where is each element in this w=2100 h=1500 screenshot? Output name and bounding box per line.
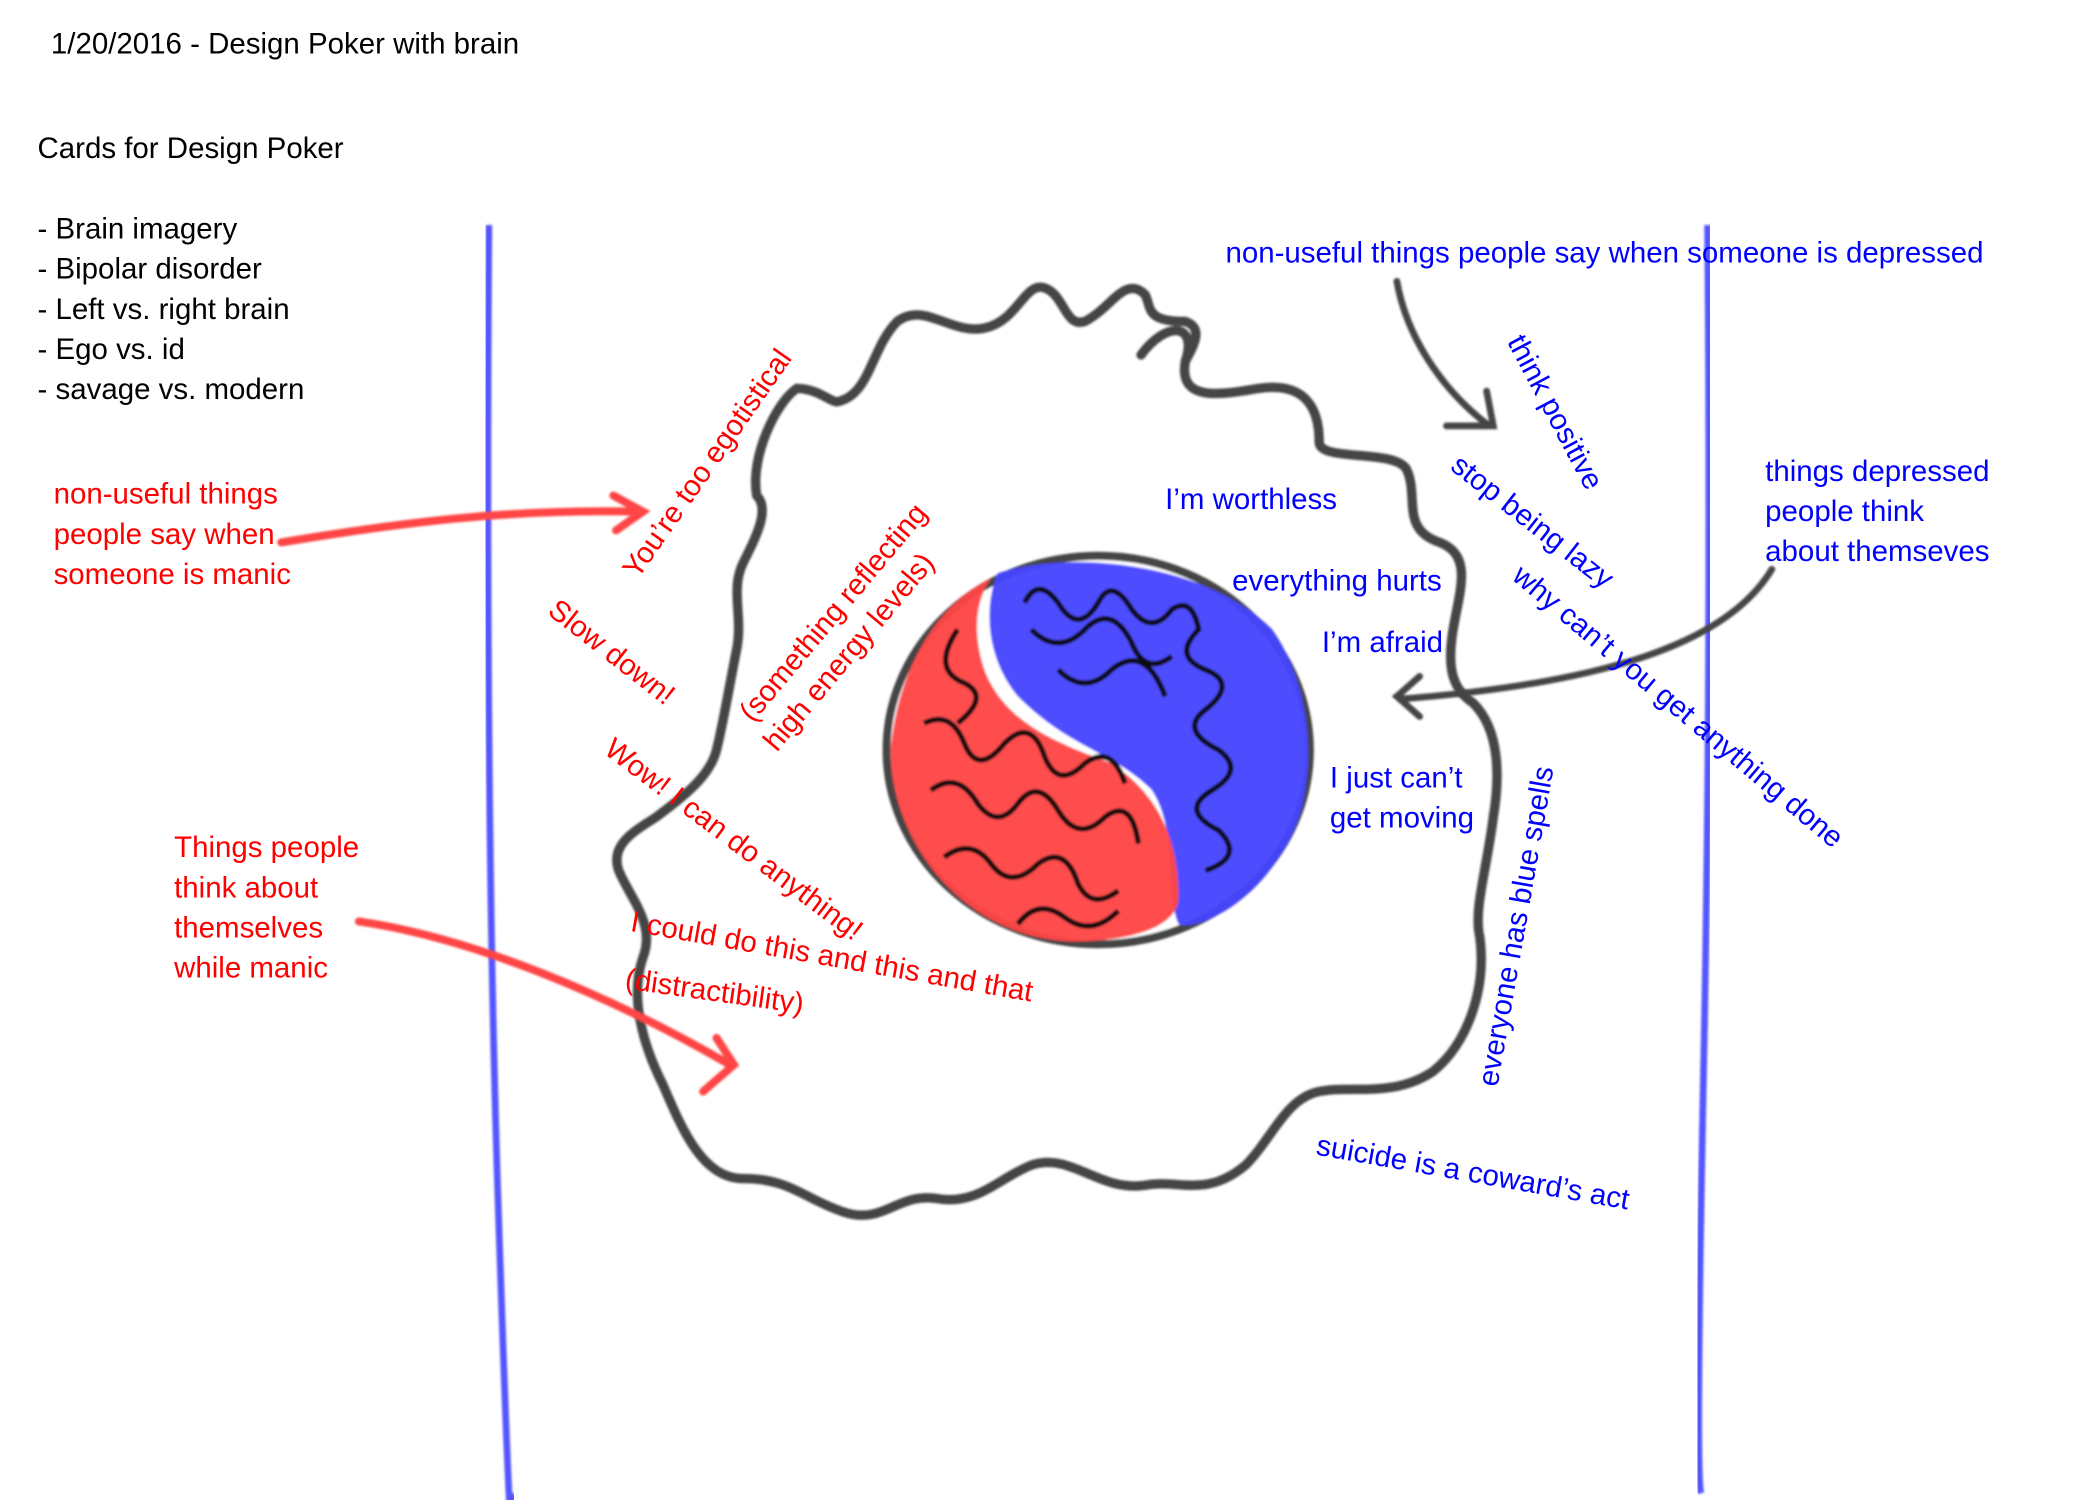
manic-think-label: Things people — [174, 831, 359, 864]
depressed-think-label: people think — [1765, 495, 1924, 528]
phrase-hurts: everything hurts — [1232, 565, 1442, 598]
depressed-said-label: non-useful things people say when someon… — [1225, 237, 1983, 270]
red-brain-folds — [922, 627, 1142, 929]
card-item: - savage vs. modern — [38, 373, 305, 406]
left-divider-line — [484, 224, 515, 1500]
phrase-egotistical: You’re too egotistical — [616, 343, 798, 584]
depressed-think-label: about themseves — [1765, 535, 1989, 568]
depressed-said-arrow — [1393, 277, 1498, 430]
depressed-think-arrow — [1391, 565, 1776, 720]
manic-said-label: people say when — [54, 518, 275, 551]
manic-think-label: think about — [174, 871, 318, 904]
phrase-cant: get moving — [1330, 802, 1474, 835]
phrase-think-positive: think positive — [1501, 329, 1610, 495]
phrase-cant: I just can’t — [1330, 762, 1463, 795]
phrase-distractibility: (distractibility) — [623, 963, 806, 1021]
card-item: - Left vs. right brain — [38, 293, 290, 326]
manic-said-label: non-useful things — [54, 478, 278, 511]
phrase-suicide: suicide is a coward’s act — [1314, 1129, 1632, 1217]
manic-think-label: while manic — [173, 952, 328, 985]
phrase-worthless: I’m worthless — [1165, 483, 1337, 516]
phrase-afraid: I’m afraid — [1322, 626, 1443, 659]
yin-yang-brain — [882, 551, 1314, 949]
blue-hemisphere — [989, 562, 1309, 926]
cards-heading: Cards for Design Poker — [38, 132, 344, 165]
phrase-blue-spells: everyone has blue spells — [1472, 764, 1561, 1089]
card-item: - Ego vs. id — [38, 333, 185, 366]
right-divider-line — [1695, 224, 1713, 1495]
depressed-think-label: things depressed — [1765, 455, 1989, 488]
brain-outline — [612, 282, 1502, 1220]
manic-said-arrow — [277, 491, 651, 547]
card-item: - Bipolar disorder — [38, 253, 262, 286]
page-title: 1/20/2016 - Design Poker with brain — [51, 28, 519, 61]
card-item: - Brain imagery — [38, 212, 238, 245]
manic-think-label: themselves — [174, 912, 323, 945]
phrase-anything-done: why can’t you get anything done — [1505, 558, 1849, 854]
phrase-slow-down: Slow down! — [542, 593, 681, 712]
manic-think-arrow — [354, 917, 740, 1096]
manic-said-label: someone is manic — [54, 558, 291, 591]
blue-brain-folds — [1022, 586, 1234, 874]
